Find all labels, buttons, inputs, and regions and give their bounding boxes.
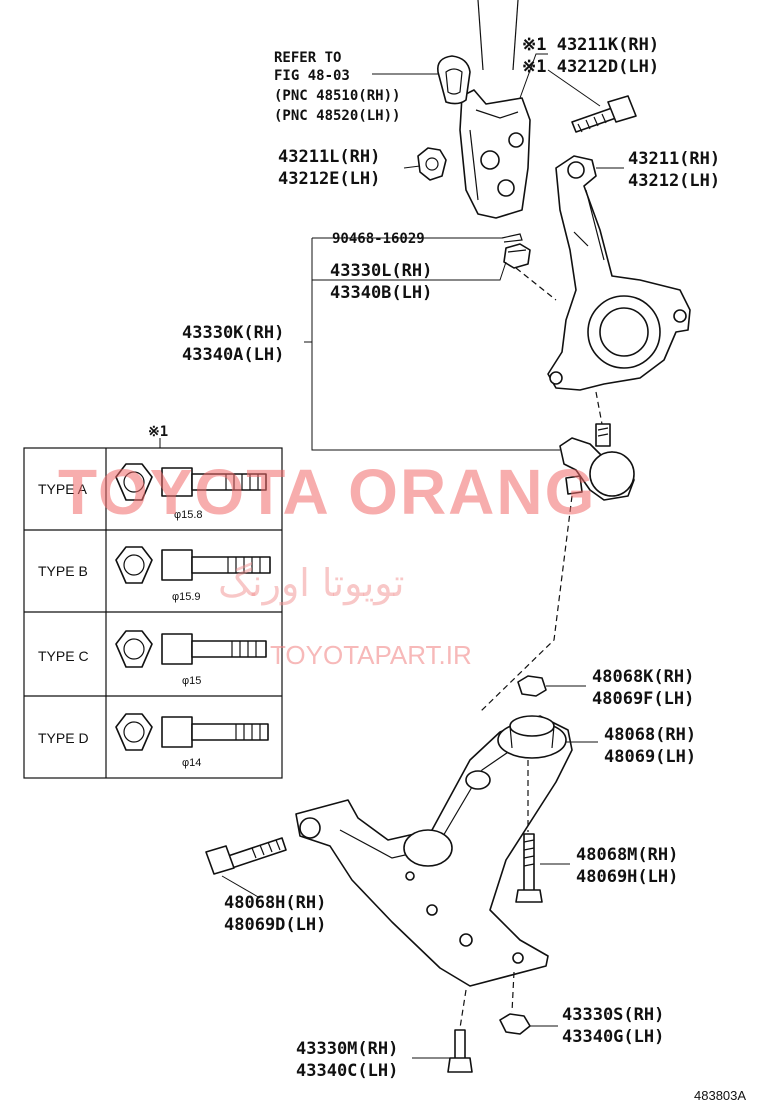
leader-castle-nut bbox=[312, 261, 507, 281]
bolt-type-table: ※1 TYPE A φ15.8 TYPE B φ15.9 TYP bbox=[23, 424, 283, 779]
label-flange-nut-rh: 43330S(RH) bbox=[562, 1005, 664, 1025]
table-row: TYPE D φ14 bbox=[38, 713, 269, 769]
type-label: TYPE C bbox=[38, 648, 89, 664]
label-bolt-lh: ※1 43212D(LH) bbox=[522, 57, 659, 77]
bolt-side-drawing bbox=[161, 633, 193, 665]
label-bolt-rh: ※1 43211K(RH) bbox=[522, 35, 659, 55]
label-knuckle-rh: 43211(RH) bbox=[628, 149, 720, 169]
label-flange-nut-lh: 43340G(LH) bbox=[562, 1027, 664, 1047]
table-row: TYPE B φ15.9 bbox=[38, 546, 271, 603]
label-bushing-rh: 48068(RH) bbox=[604, 725, 696, 745]
type-label: TYPE D bbox=[38, 730, 89, 746]
leader-strut-nut bbox=[403, 165, 421, 169]
diameter-label: φ15.8 bbox=[174, 509, 203, 521]
leader-front-bolt bbox=[221, 875, 261, 899]
alignment-line-bottom-bolt bbox=[459, 989, 467, 1029]
label-bush-nut-rh: 48068K(RH) bbox=[592, 667, 694, 687]
label-bushing-lh: 48069(LH) bbox=[604, 747, 696, 767]
leader-ball-joint-bracket bbox=[311, 238, 560, 451]
lower-control-arm-drawing bbox=[295, 715, 573, 987]
table-row: TYPE A φ15.8 bbox=[38, 463, 267, 521]
front-bolt-drawing bbox=[205, 837, 287, 875]
alignment-line-ball-joint bbox=[479, 495, 573, 713]
label-castle-nut-lh: 43340B(LH) bbox=[330, 283, 432, 303]
bushing-nut-drawing bbox=[517, 675, 547, 697]
label-ball-joint-lh: 43340A(LH) bbox=[182, 345, 284, 365]
ball-joint-drawing bbox=[559, 423, 635, 501]
bolt-side-drawing bbox=[161, 716, 193, 748]
label-bush-nut-lh: 48069F(LH) bbox=[592, 689, 694, 709]
refer-line-4: (PNC 48520(LH)) bbox=[274, 108, 400, 124]
label-bottom-bolt-rh: 43330M(RH) bbox=[296, 1039, 398, 1059]
type-label: TYPE A bbox=[38, 481, 88, 497]
flange-nut-drawing bbox=[499, 1013, 531, 1035]
diameter-label: φ15 bbox=[182, 675, 201, 687]
label-bottom-bolt-lh: 43340C(LH) bbox=[296, 1061, 398, 1081]
label-ball-joint-rh: 43330K(RH) bbox=[182, 323, 284, 343]
figure-code: 483803A bbox=[694, 1088, 746, 1103]
label-nut-lh: 43212E(LH) bbox=[278, 169, 380, 189]
label-knuckle-lh: 43212(LH) bbox=[628, 171, 720, 191]
refer-line-1: REFER TO bbox=[274, 50, 341, 66]
bottom-bolt-drawing bbox=[447, 1029, 473, 1073]
strut-drawing bbox=[459, 0, 531, 219]
label-front-bolt-rh: 48068H(RH) bbox=[224, 893, 326, 913]
cotter-pin-drawing bbox=[501, 233, 523, 243]
table-note: ※1 bbox=[148, 424, 168, 440]
bolt-side-drawing bbox=[161, 549, 193, 581]
hex-head-drawing bbox=[115, 546, 153, 584]
label-castle-nut-rh: 43330L(RH) bbox=[330, 261, 432, 281]
alignment-line-castle-nut bbox=[515, 267, 557, 301]
alignment-line-flange-nut bbox=[511, 971, 515, 1013]
leader-strut-bolt-lower bbox=[547, 69, 601, 107]
diameter-label: φ14 bbox=[182, 757, 201, 769]
label-nut-rh: 43211L(RH) bbox=[278, 147, 380, 167]
bushing-drawing bbox=[497, 715, 567, 759]
type-label: TYPE B bbox=[38, 563, 88, 579]
watermark-persian: تويوتا اورنگ bbox=[218, 561, 405, 606]
steering-knuckle-drawing bbox=[547, 155, 691, 391]
refer-line-3: (PNC 48510(RH)) bbox=[274, 88, 400, 104]
hex-head-drawing bbox=[115, 713, 153, 751]
watermark-brand: TOYOTA ORANG bbox=[58, 456, 596, 528]
label-front-bolt-lh: 48069D(LH) bbox=[224, 915, 326, 935]
alignment-line-knuckle bbox=[595, 391, 603, 425]
strut-clamp-drawing bbox=[436, 55, 471, 105]
label-arm-bolt-lh: 48069H(LH) bbox=[576, 867, 678, 887]
table-row: TYPE C φ15 bbox=[38, 630, 267, 687]
hex-head-drawing bbox=[115, 630, 153, 668]
refer-line-2: FIG 48-03 bbox=[274, 68, 350, 84]
arm-bolt-drawing bbox=[515, 833, 543, 903]
label-cotter-pin: 90468-16029 bbox=[332, 231, 425, 247]
strut-bolt-drawing bbox=[571, 95, 637, 133]
leader-strut-bolt bbox=[519, 53, 548, 99]
diameter-label: φ15.9 bbox=[172, 591, 201, 603]
castle-nut-drawing bbox=[503, 243, 531, 269]
label-arm-bolt-rh: 48068M(RH) bbox=[576, 845, 678, 865]
watermark-url: TOYOTAPART.IR bbox=[270, 640, 472, 670]
hex-head-drawing bbox=[115, 463, 153, 501]
strut-nut-drawing bbox=[417, 147, 447, 181]
